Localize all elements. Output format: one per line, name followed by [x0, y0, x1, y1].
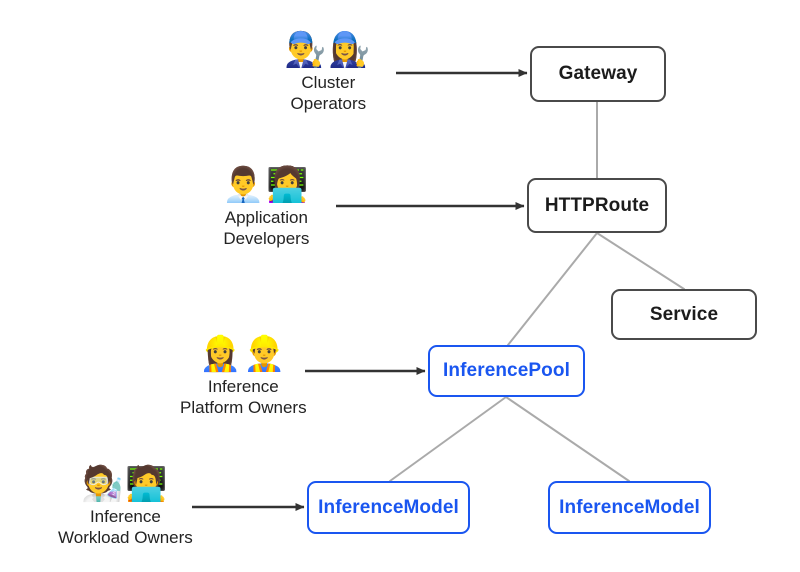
node-label: InferenceModel	[559, 496, 700, 518]
node-label: Service	[649, 303, 719, 325]
persona-label: Inference Workload Owners	[58, 507, 193, 547]
node-inferencemodel-left[interactable]: InferenceModel	[307, 481, 470, 534]
man-office-worker-icon: 👨‍💼👩‍💻	[222, 165, 311, 205]
node-service[interactable]: Service	[611, 289, 757, 340]
node-inferencepool[interactable]: InferencePool	[428, 345, 585, 397]
persona-inference-platform-owners: 👷‍♀️👷‍♂️Inference Platform Owners	[180, 334, 307, 418]
persona-label: Cluster Operators	[290, 73, 367, 113]
edge-inferencepool-model-right	[505, 396, 630, 482]
persona-inference-workload-owners: 🧑‍🔬🧑‍💻Inference Workload Owners	[58, 464, 193, 548]
edge-inferencepool-model-left	[389, 396, 507, 482]
woman-construction-worker-icon: 👷‍♀️👷‍♂️	[198, 334, 288, 374]
node-label: HTTPRoute	[544, 194, 650, 216]
man-mechanic-icon: 👨‍🔧👩‍🔧	[284, 30, 373, 70]
node-gateway[interactable]: Gateway	[530, 46, 666, 102]
persona-label: Application Developers	[223, 208, 310, 248]
edge-httproute-inferencepool	[507, 232, 598, 346]
persona-application-developers: 👨‍💼👩‍💻Application Developers	[222, 165, 311, 249]
persona-arrows	[192, 69, 528, 511]
scientist-icon: 🧑‍🔬🧑‍💻	[81, 464, 170, 504]
node-label: InferenceModel	[318, 496, 459, 518]
node-label: Gateway	[558, 63, 638, 84]
node-inferencemodel-right[interactable]: InferenceModel	[548, 481, 711, 534]
persona-cluster-operators: 👨‍🔧👩‍🔧Cluster Operators	[284, 30, 373, 114]
persona-label: Inference Platform Owners	[180, 377, 307, 417]
node-httproute[interactable]: HTTPRoute	[527, 178, 667, 233]
node-label: InferencePool	[443, 360, 570, 381]
edge-httproute-service	[596, 232, 685, 290]
